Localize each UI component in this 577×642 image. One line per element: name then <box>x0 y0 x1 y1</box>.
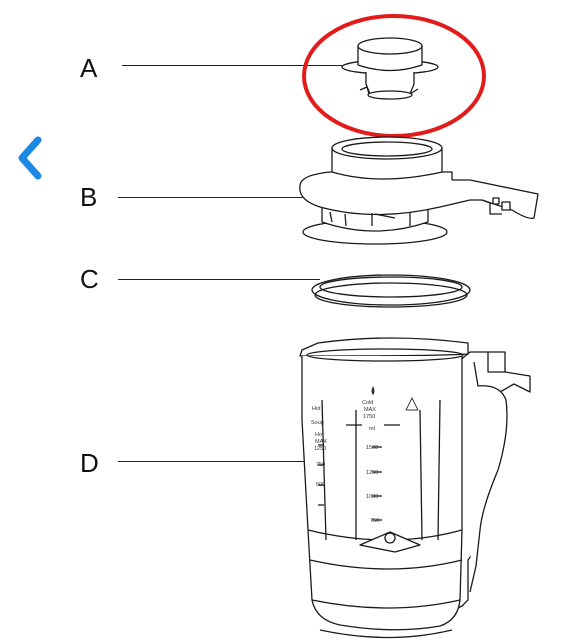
lid-part-b[interactable] <box>299 136 539 245</box>
leader-line-b <box>118 197 363 199</box>
part-label-c: C <box>80 264 99 294</box>
part-label-a: A <box>80 53 98 83</box>
leader-line-c <box>118 279 320 281</box>
chevron-left-icon <box>18 136 42 180</box>
part-label-b: B <box>80 182 98 212</box>
scale-label-1000: 1000 <box>366 494 378 500</box>
side-label-soup: Soup <box>311 420 324 426</box>
side-label-1250: 1250 <box>314 446 326 452</box>
measuring-cap-part-a[interactable] <box>341 37 439 100</box>
scale-label-1750: 1750 <box>363 414 375 420</box>
blender-jar-part-d[interactable] <box>299 337 531 639</box>
highlight-circle <box>302 14 486 138</box>
side-label-500: 500 <box>316 482 325 488</box>
back-button[interactable] <box>12 134 48 182</box>
leader-line-a <box>122 65 352 67</box>
scale-label-ml: ml <box>369 426 375 432</box>
warning-triangle-icon <box>405 397 419 411</box>
side-label-hot-2: Hot <box>315 432 324 438</box>
sealing-ring-part-c[interactable] <box>311 274 471 308</box>
cold-drop-icon <box>371 386 375 395</box>
scale-label-1250: 1250 <box>366 470 378 476</box>
side-label-hot: Hot <box>312 406 321 412</box>
leader-line-d <box>118 461 308 463</box>
scale-label-max: MAX <box>364 407 376 413</box>
part-label-d: D <box>80 448 99 478</box>
side-label-max: MAX <box>315 439 327 445</box>
side-label-750: 750 <box>316 462 325 468</box>
scale-label-750: 750 <box>370 518 379 524</box>
scale-label-cold: Cold <box>362 400 373 406</box>
scale-label-1500: 1500 <box>366 445 378 451</box>
